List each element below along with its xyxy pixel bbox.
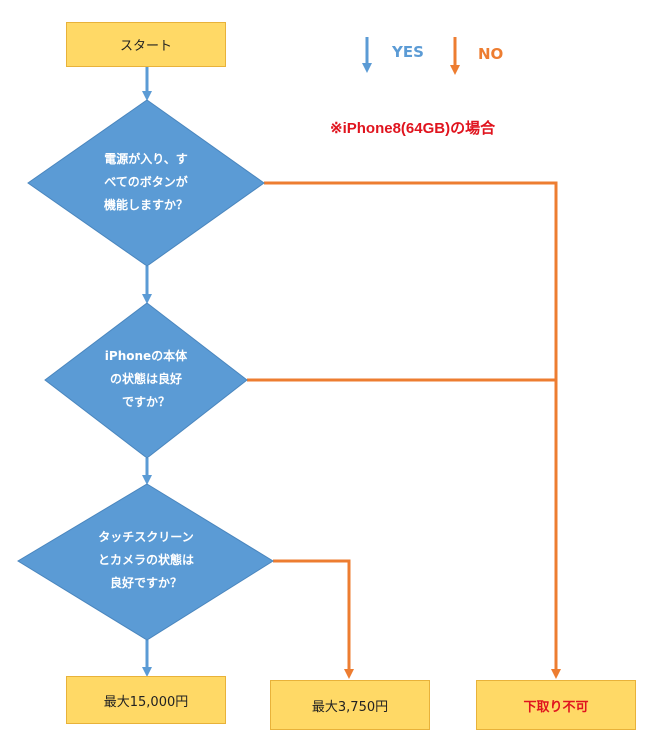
result-label-max-15000: 最大15,000円	[103, 694, 189, 710]
decision-diamond-screen	[17, 483, 274, 641]
result-box-max-15000: 最大15,000円	[66, 676, 226, 724]
legend-yes-label: YES	[392, 43, 424, 61]
decision-diamond-body	[44, 302, 248, 459]
model-note: ※iPhone8(64GB)の場合	[330, 120, 496, 137]
decision-body-line-2: の状態は良好	[109, 372, 182, 386]
no-connector-q1	[264, 181, 561, 679]
legend-no-label: NO	[478, 45, 504, 63]
no-connector-q3	[273, 559, 354, 679]
result-box-not-accepted: 下取り不可	[476, 680, 636, 730]
result-box-max-3750: 最大3,750円	[270, 680, 430, 730]
decision-power-line-2: べてのボタンが	[104, 175, 188, 189]
decision-label-screen: タッチスクリーン とカメラの状態は 良好ですか？	[46, 526, 246, 595]
result-label-not-accepted: 下取り不可	[523, 699, 589, 715]
decision-label-body: iPhoneの本体 の状態は良好 ですか？	[46, 345, 246, 414]
decision-body-line-3: ですか？	[121, 395, 170, 409]
decision-body-line-1: iPhoneの本体	[104, 349, 188, 363]
decision-power-line-1: 電源が入り、す	[104, 152, 188, 166]
result-label-max-3750: 最大3,750円	[311, 699, 389, 715]
start-box: スタート	[66, 22, 226, 67]
decision-power-line-3: 機能しますか？	[103, 198, 188, 212]
decision-screen-line-3: 良好ですか？	[109, 576, 182, 590]
decision-screen-line-2: とカメラの状態は	[97, 553, 194, 567]
decision-diamond-power	[27, 99, 265, 267]
decision-label-power: 電源が入り、す べてのボタンが 機能しますか？	[46, 148, 246, 217]
decision-screen-line-1: タッチスクリーン	[98, 530, 194, 544]
start-label: スタート	[119, 39, 172, 54]
